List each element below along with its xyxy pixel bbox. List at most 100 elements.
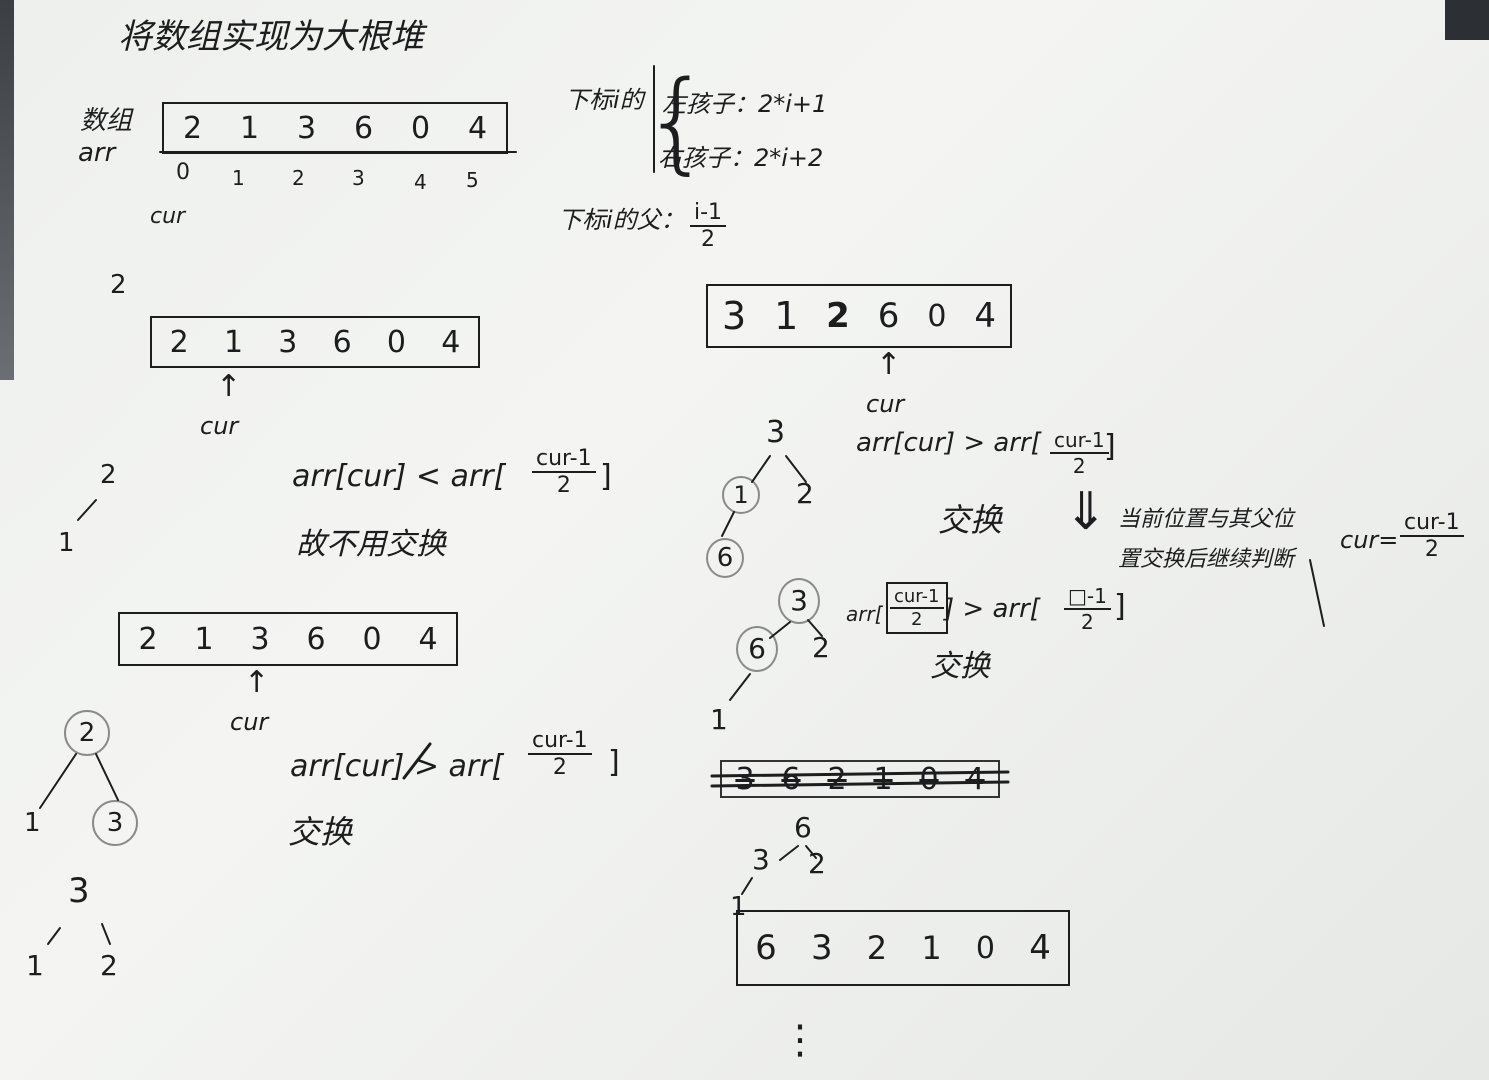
step1-label: 2 bbox=[110, 270, 127, 300]
page-title: 将数组实现为大根堆 bbox=[118, 17, 424, 57]
step2-fraction: cur-1 2 bbox=[528, 728, 592, 780]
step1-tree-child: 1 bbox=[58, 528, 75, 558]
tree-edge bbox=[807, 619, 823, 637]
step3-array-box: 3 1 2 6 0 4 bbox=[706, 284, 1012, 348]
strike-mark bbox=[710, 770, 1010, 778]
struck-array-box: 3 6 2 1 0 4 bbox=[720, 760, 1000, 798]
tree-edge bbox=[729, 673, 751, 701]
node-label: 3 bbox=[106, 808, 124, 838]
fraction-numerator: cur-1 bbox=[890, 586, 944, 609]
array-cell: 1 bbox=[223, 324, 244, 360]
step4-note: 交换 bbox=[930, 649, 990, 684]
step2-tree-right: 3 bbox=[92, 800, 138, 846]
step2-tree-after-right: 2 bbox=[100, 949, 118, 982]
tree-edge bbox=[95, 753, 119, 801]
strike-mark bbox=[710, 780, 1010, 788]
array-cell: 0 bbox=[362, 621, 382, 657]
node-label: 1 bbox=[733, 481, 749, 509]
step3-tree-root: 3 bbox=[766, 415, 786, 450]
fraction-denominator: 2 bbox=[556, 473, 571, 498]
tree-edge bbox=[77, 499, 97, 521]
node-label: 2 bbox=[78, 718, 96, 748]
tree-edge bbox=[751, 455, 771, 483]
step1-fraction: cur-1 2 bbox=[532, 446, 596, 498]
index-3: 3 bbox=[352, 166, 365, 190]
node-label: 6 bbox=[716, 543, 734, 573]
step2-close-bracket: ] bbox=[608, 745, 620, 780]
step3-comparison: arr[cur] > arr[ bbox=[856, 428, 1041, 458]
down-double-arrow: ⇓ bbox=[1064, 482, 1108, 542]
left-child-formula: 左孩子：2*i+1 bbox=[662, 90, 828, 118]
step4-tree-right: 2 bbox=[812, 631, 830, 664]
step2-tree-after-root: 3 bbox=[68, 871, 90, 911]
fraction-numerator: cur-1 bbox=[532, 446, 596, 473]
array-cell: 4 bbox=[418, 621, 438, 657]
step4-tree-left: 6 bbox=[736, 626, 778, 672]
step4-comparison-start: arr[ bbox=[846, 602, 883, 626]
fraction-numerator: □-1 bbox=[1064, 584, 1111, 610]
tree-edge bbox=[779, 845, 799, 861]
step5-tree-leaf: 1 bbox=[730, 892, 747, 922]
array-cell: 3 bbox=[721, 294, 747, 338]
step2-comparison: arr[cur] > arr[ bbox=[290, 749, 504, 784]
array-cell: 6 bbox=[353, 110, 374, 146]
array-cell: 4 bbox=[1029, 928, 1051, 968]
step3-explain: 当前位置与其父位置交换后继续判断 bbox=[1118, 507, 1295, 572]
step5-tree-right: 2 bbox=[808, 847, 826, 880]
parent-index-fraction: i-1 2 bbox=[690, 200, 727, 252]
array-cell: 3 bbox=[810, 928, 833, 968]
fraction-denominator: 2 bbox=[1424, 537, 1439, 562]
step1-array-box: 2 1 3 6 0 4 bbox=[150, 316, 480, 368]
bracket-stroke bbox=[1309, 559, 1325, 627]
step4-inner-fraction: cur-1 2 bbox=[886, 582, 948, 634]
array-cell: 2 bbox=[138, 621, 158, 657]
tree-edge bbox=[805, 845, 817, 859]
final-array-box: 6 3 2 1 0 4 bbox=[736, 910, 1070, 986]
tree-edge bbox=[47, 927, 61, 945]
tree-edge bbox=[39, 753, 77, 809]
fraction-numerator: cur-1 bbox=[1050, 428, 1109, 454]
cur-label: cur bbox=[150, 204, 186, 229]
index-5: 5 bbox=[466, 168, 479, 192]
array-label-arr: arr bbox=[78, 138, 116, 168]
fraction-denominator: 2 bbox=[701, 227, 716, 252]
array-cell: 2 bbox=[182, 110, 203, 146]
tree-edge bbox=[741, 877, 753, 895]
fraction-numerator: i-1 bbox=[690, 200, 727, 227]
array-cell: 3 bbox=[296, 110, 317, 146]
step3-tree-left: 1 bbox=[722, 476, 760, 514]
step3-cur-label: cur bbox=[866, 390, 905, 418]
step5-tree-left: 3 bbox=[752, 843, 770, 876]
array-cell: 4 bbox=[467, 110, 488, 146]
array-cell: 6 bbox=[877, 296, 900, 336]
desk-background bbox=[0, 0, 14, 380]
tree-edge bbox=[721, 511, 735, 537]
step4-tree-root: 3 bbox=[778, 578, 820, 624]
array-cell: 2 bbox=[169, 324, 189, 360]
array-cell: 1 bbox=[873, 761, 893, 797]
step4-close-bracket: ] bbox=[1114, 589, 1126, 624]
fraction-denominator: 2 bbox=[911, 609, 923, 630]
tree-edge bbox=[101, 923, 111, 945]
node-label: 3 bbox=[790, 584, 808, 617]
step1-tree-root: 2 bbox=[100, 460, 117, 490]
step3-tree-leaf: 6 bbox=[706, 538, 744, 578]
cur-arrow: ↑ bbox=[876, 347, 902, 382]
index-0: 0 bbox=[176, 160, 190, 185]
step3-tree-right: 2 bbox=[796, 477, 814, 510]
step1-comparison: arr[cur] < arr[ bbox=[292, 459, 506, 494]
array-cell: 1 bbox=[194, 621, 214, 657]
step1-note: 故不用交换 bbox=[296, 527, 446, 562]
array-cell: 2 bbox=[866, 929, 888, 967]
child-index-heading: 下标i的 bbox=[565, 86, 644, 114]
parent-index-heading: 下标i的父： bbox=[558, 206, 685, 234]
step5-tree-root: 6 bbox=[794, 811, 812, 844]
array-cell: 1 bbox=[921, 929, 942, 967]
index-2: 2 bbox=[292, 166, 305, 190]
array-cell: 4 bbox=[965, 761, 985, 797]
array-cell: 2 bbox=[827, 761, 847, 797]
step4-comparison-mid: ] > arr[ bbox=[944, 594, 1040, 624]
array-cell: 0 bbox=[975, 930, 995, 966]
